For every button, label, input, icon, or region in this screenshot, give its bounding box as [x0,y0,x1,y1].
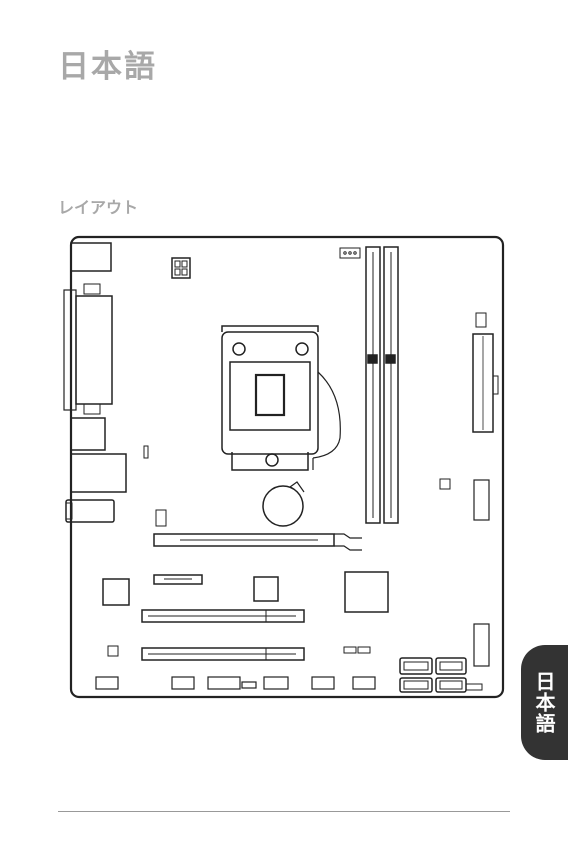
pcie-x16-slot-icon [154,534,362,550]
small-header-icon [476,313,486,327]
jumper-clr-icon [440,479,450,489]
audio-chip-icon [108,646,118,656]
bottom-headers-icon [96,677,375,689]
sys-fan-header-icon [156,510,166,526]
led-header-icon [344,647,370,653]
pcie-x1-slot-icon [154,575,202,584]
chipset-icon [345,572,388,612]
lan-chip-icon [254,577,278,601]
board-outline [71,237,503,697]
audio-port-icon [66,500,114,522]
atx-24pin-connector-icon [473,334,498,432]
atx-12v-connector-icon [172,258,190,278]
dimm-slots-icon [366,247,398,523]
super-io-chip-icon [103,579,129,605]
usb-header-icon [474,480,489,520]
front-panel-header-icon [474,624,489,666]
jumper-icon [144,446,148,458]
pci-slot-2-icon [142,648,304,660]
battery-icon [263,482,304,526]
pci-slot-1-icon [142,610,304,622]
sata-header-icon [466,684,482,690]
footer-divider [58,811,510,812]
usb-port-icon [71,418,105,450]
cpu-fan-header-icon [340,248,360,258]
sata-ports-icon [400,658,466,692]
lan-usb-port-icon [71,454,126,492]
language-tab-label: 日本語 [521,645,568,760]
ps2-port-icon [71,243,111,271]
cpu-socket-icon [222,326,340,470]
